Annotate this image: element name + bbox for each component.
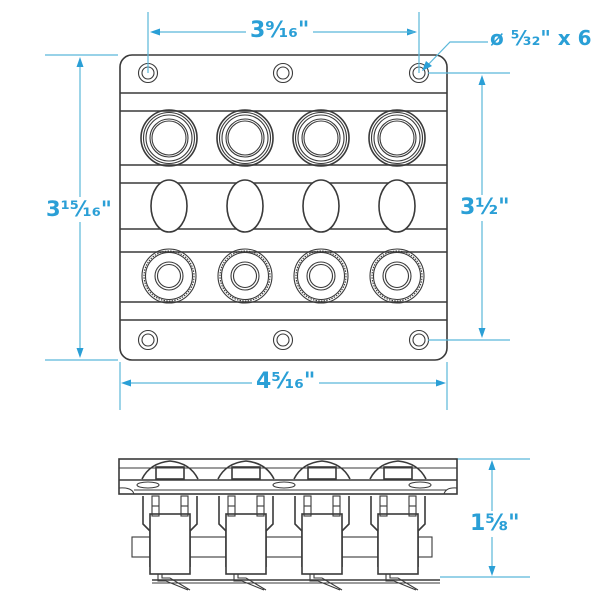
overall-height-label: 3¹⁵⁄₁₆" [46,197,112,222]
circuit-breaker-row [141,248,425,304]
label-oval-row [150,179,416,233]
toggle-switch-row [140,109,426,167]
hole-spacing-height-label: 3½" [460,195,510,221]
depth-label: 1⅝" [470,511,520,537]
side-view-panel [118,458,458,591]
hole-diameter-callout: ø ⁵⁄₃₂" x 6 [488,26,594,50]
front-view-panel [119,54,448,361]
overall-width-label: 4⁵⁄₁₆" [252,371,320,393]
hole-spacing-width-label: 3⁹⁄₁₆" [246,20,314,42]
